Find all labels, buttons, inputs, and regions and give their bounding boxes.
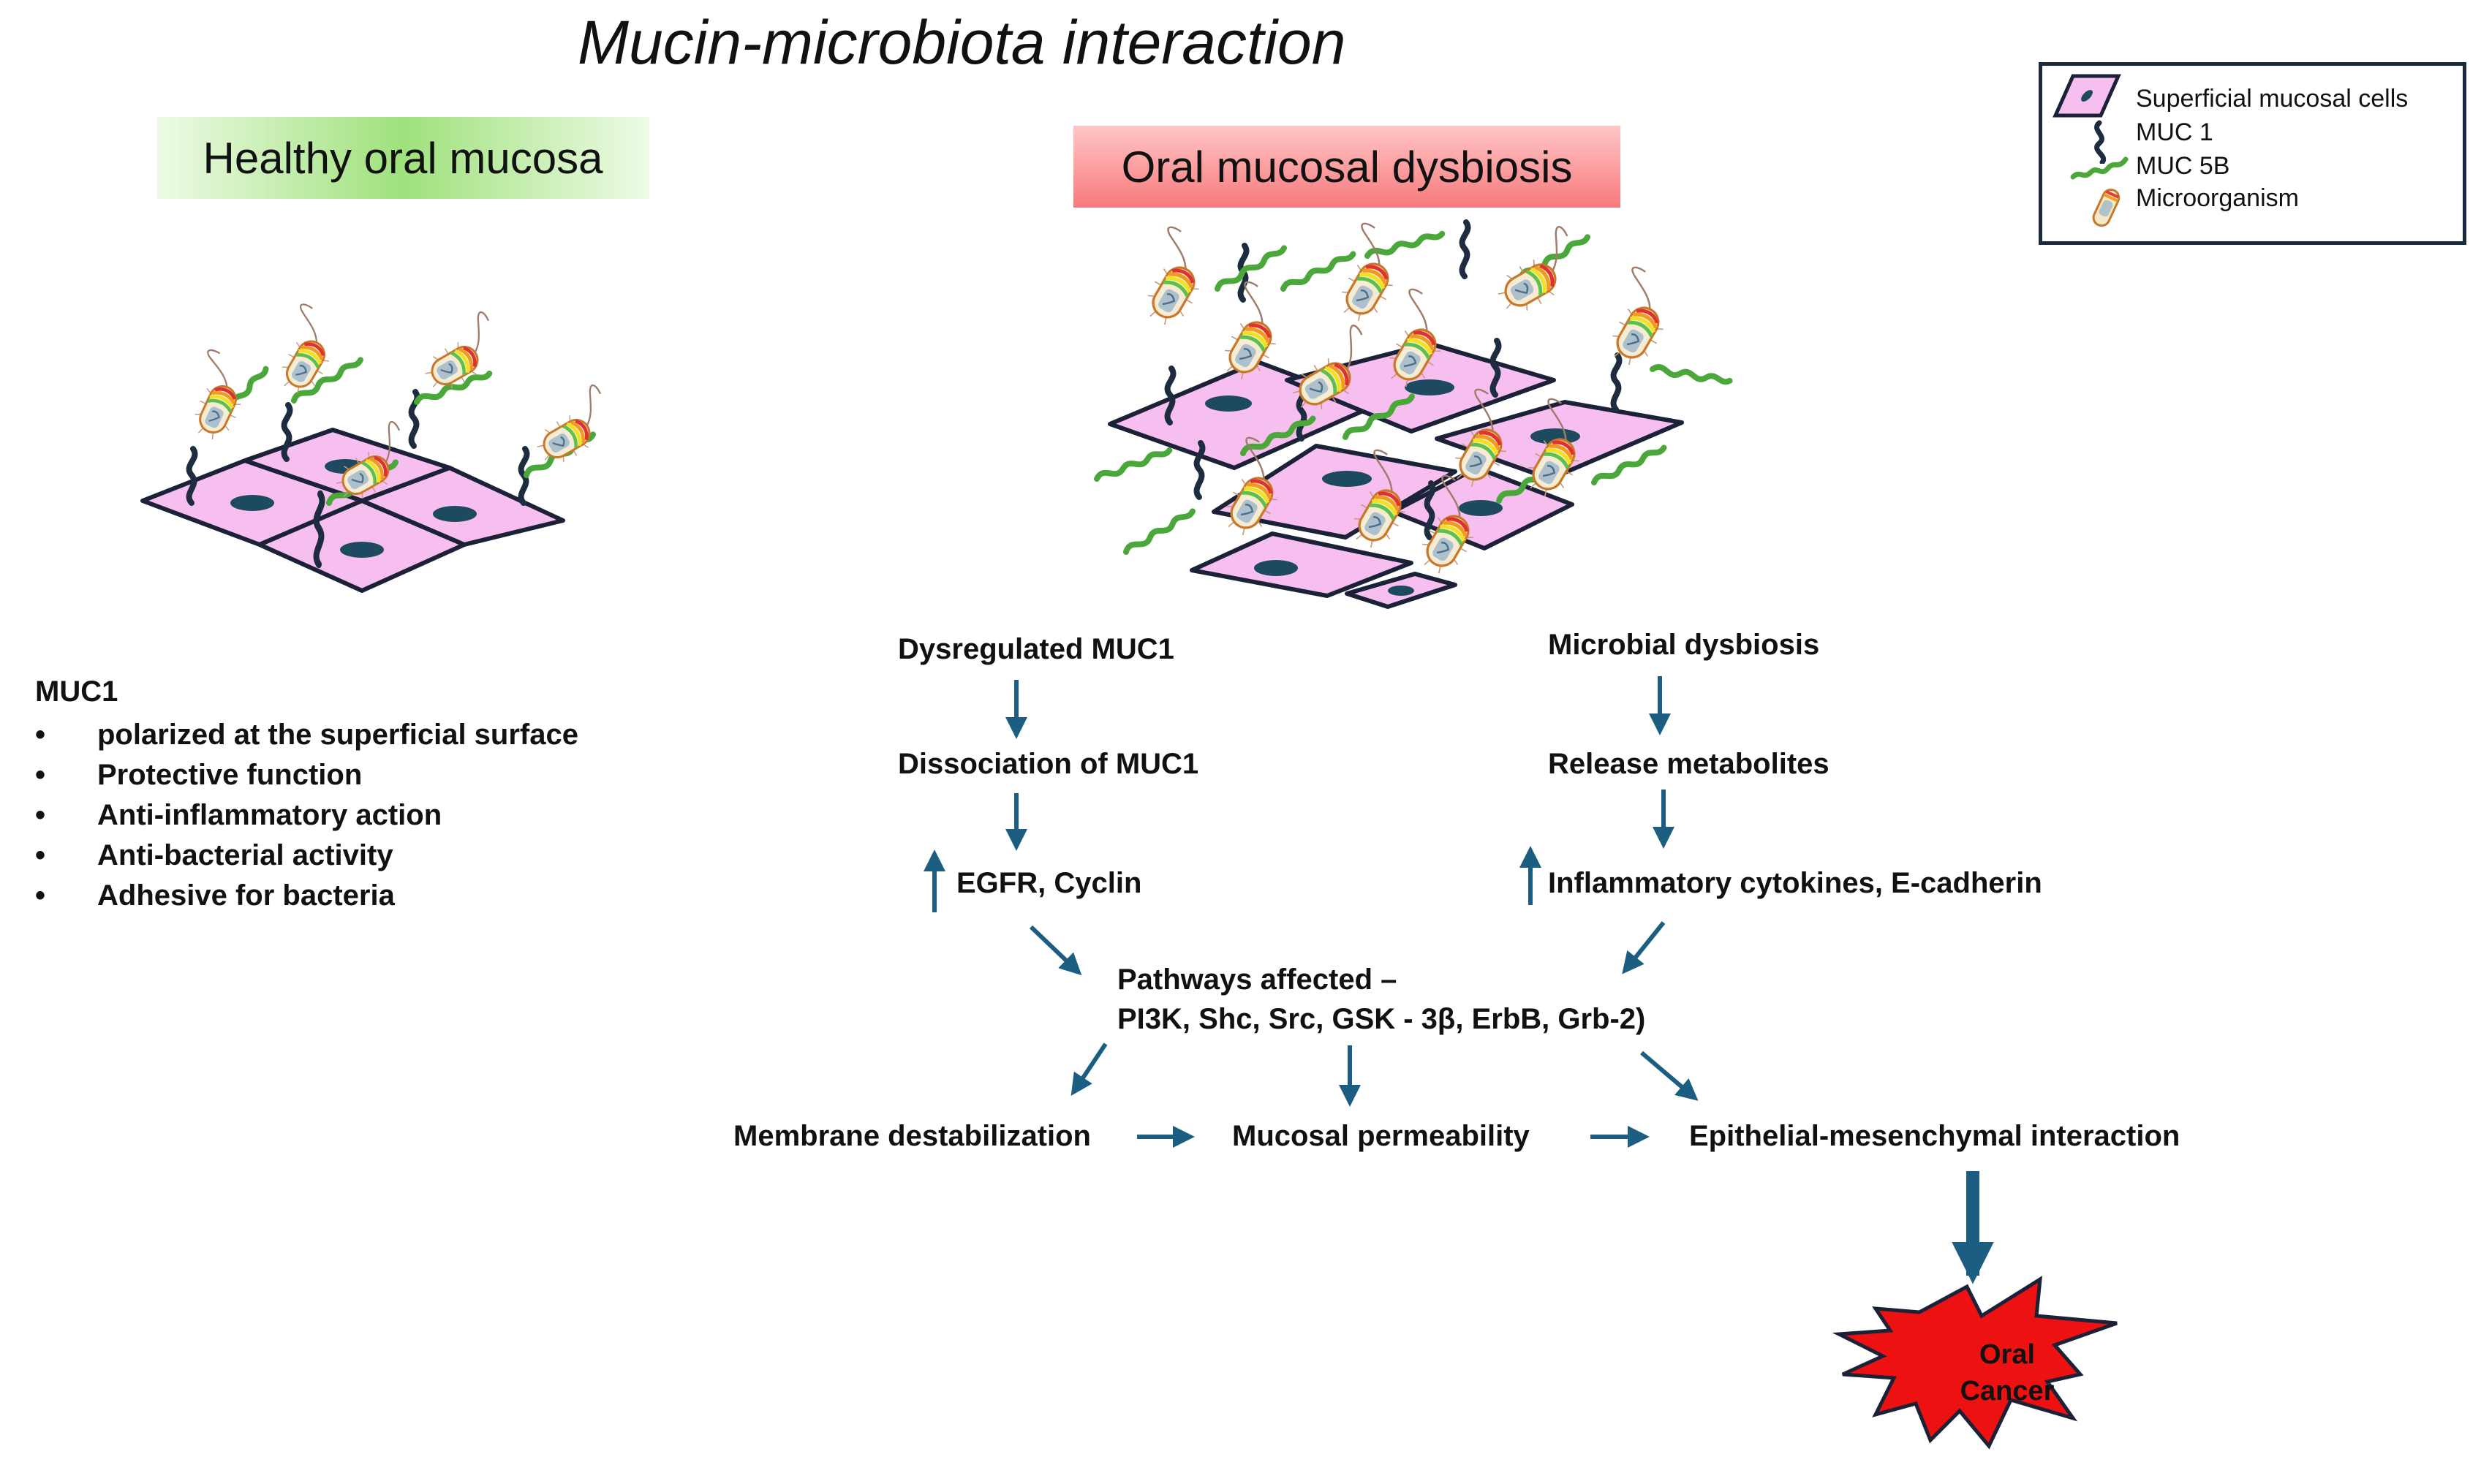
oral-cancer-label: Oral Cancer <box>1912 1336 2102 1409</box>
legend-label-cells: Superficial mucosal cells <box>2136 85 2409 113</box>
muc5b-strand <box>1280 254 1356 289</box>
muc1-strand <box>1614 355 1620 409</box>
mucosal-permeability-label: Mucosal permeability <box>1232 1120 1530 1152</box>
emt-label: Epithelial-mesenchymal interaction <box>1689 1120 2180 1152</box>
list-item: Protective function <box>35 755 578 795</box>
microorganism-icon <box>2092 188 2121 227</box>
pathways-heading: Pathways affected – <box>1117 964 1397 996</box>
list-item: Anti-inflammatory action <box>35 795 578 836</box>
muc5b-strand <box>1095 450 1172 480</box>
muc1-properties-list: polarized at the superficial surface Pro… <box>35 715 578 916</box>
oral-cancer-line2: Cancer <box>1960 1376 2055 1407</box>
microorganism <box>1320 222 1415 328</box>
microbial-dysbiosis-label: Microbial dysbiosis <box>1548 629 1820 661</box>
healthy-banner: Healthy oral mucosa <box>156 117 649 199</box>
egfr-cyclin-label: EGFR, Cyclin <box>956 867 1142 899</box>
muc1-icon <box>2094 120 2107 164</box>
mucosal-cell <box>360 466 565 547</box>
legend-label-muc5b: MUC 5B <box>2136 152 2230 180</box>
arrow-to-pathways-left <box>1029 925 1082 976</box>
list-item: Anti-bacterial activity <box>35 836 578 876</box>
muc5b-strand <box>1122 511 1196 552</box>
microorganism <box>1126 225 1221 331</box>
list-item: polarized at the superficial surface <box>35 715 578 755</box>
microorganism <box>524 384 622 471</box>
mucosal-cell <box>1212 444 1457 540</box>
superficial-cell-icon <box>2053 74 2121 118</box>
microorganism <box>412 311 510 398</box>
list-item: Adhesive for bacteria <box>35 876 578 916</box>
dissociation-muc1-label: Dissociation of MUC1 <box>898 748 1199 780</box>
muc5b-icon <box>2070 156 2129 180</box>
oral-cancer-line1: Oral <box>1979 1339 2036 1370</box>
legend-label-microorganism: Microorganism <box>2136 184 2299 212</box>
muc5b-strand <box>1653 360 1730 390</box>
muc5b-strand <box>1366 233 1444 256</box>
arrow-to-pathways-right <box>1622 921 1666 974</box>
membrane-destabilization-label: Membrane destabilization <box>733 1120 1091 1152</box>
dysbiosis-mucosa-illustration <box>1095 222 1730 609</box>
diagram-title: Mucin-microbiota interaction <box>578 8 1346 77</box>
healthy-mucosa-illustration <box>140 303 622 593</box>
release-metabolites-label: Release metabolites <box>1548 748 1829 780</box>
microorganism <box>1590 265 1685 371</box>
microorganism <box>1484 225 1590 320</box>
microorganism <box>262 303 349 400</box>
legend-box: Superficial mucosal cells MUC 1 MUC 5B M… <box>2039 62 2466 245</box>
inflammatory-cytokines-label: Inflammatory cytokines, E-cadherin <box>1548 867 2042 899</box>
legend-label-muc1: MUC 1 <box>2136 118 2213 146</box>
muc1-strand <box>1462 222 1468 276</box>
arrow-to-membrane <box>1070 1042 1108 1096</box>
oral-cancer-star <box>1832 1276 2118 1450</box>
mucosal-cell <box>1190 531 1413 598</box>
pathways-list: PI3K, Shc, Src, GSK - 3β, ErbB, Grb-2) <box>1117 1003 1646 1035</box>
arrow-to-emt <box>1640 1050 1699 1101</box>
dysbiosis-banner: Oral mucosal dysbiosis <box>1073 126 1620 208</box>
muc1-heading: MUC1 <box>35 675 118 708</box>
dysregulated-muc1-label: Dysregulated MUC1 <box>898 633 1174 665</box>
